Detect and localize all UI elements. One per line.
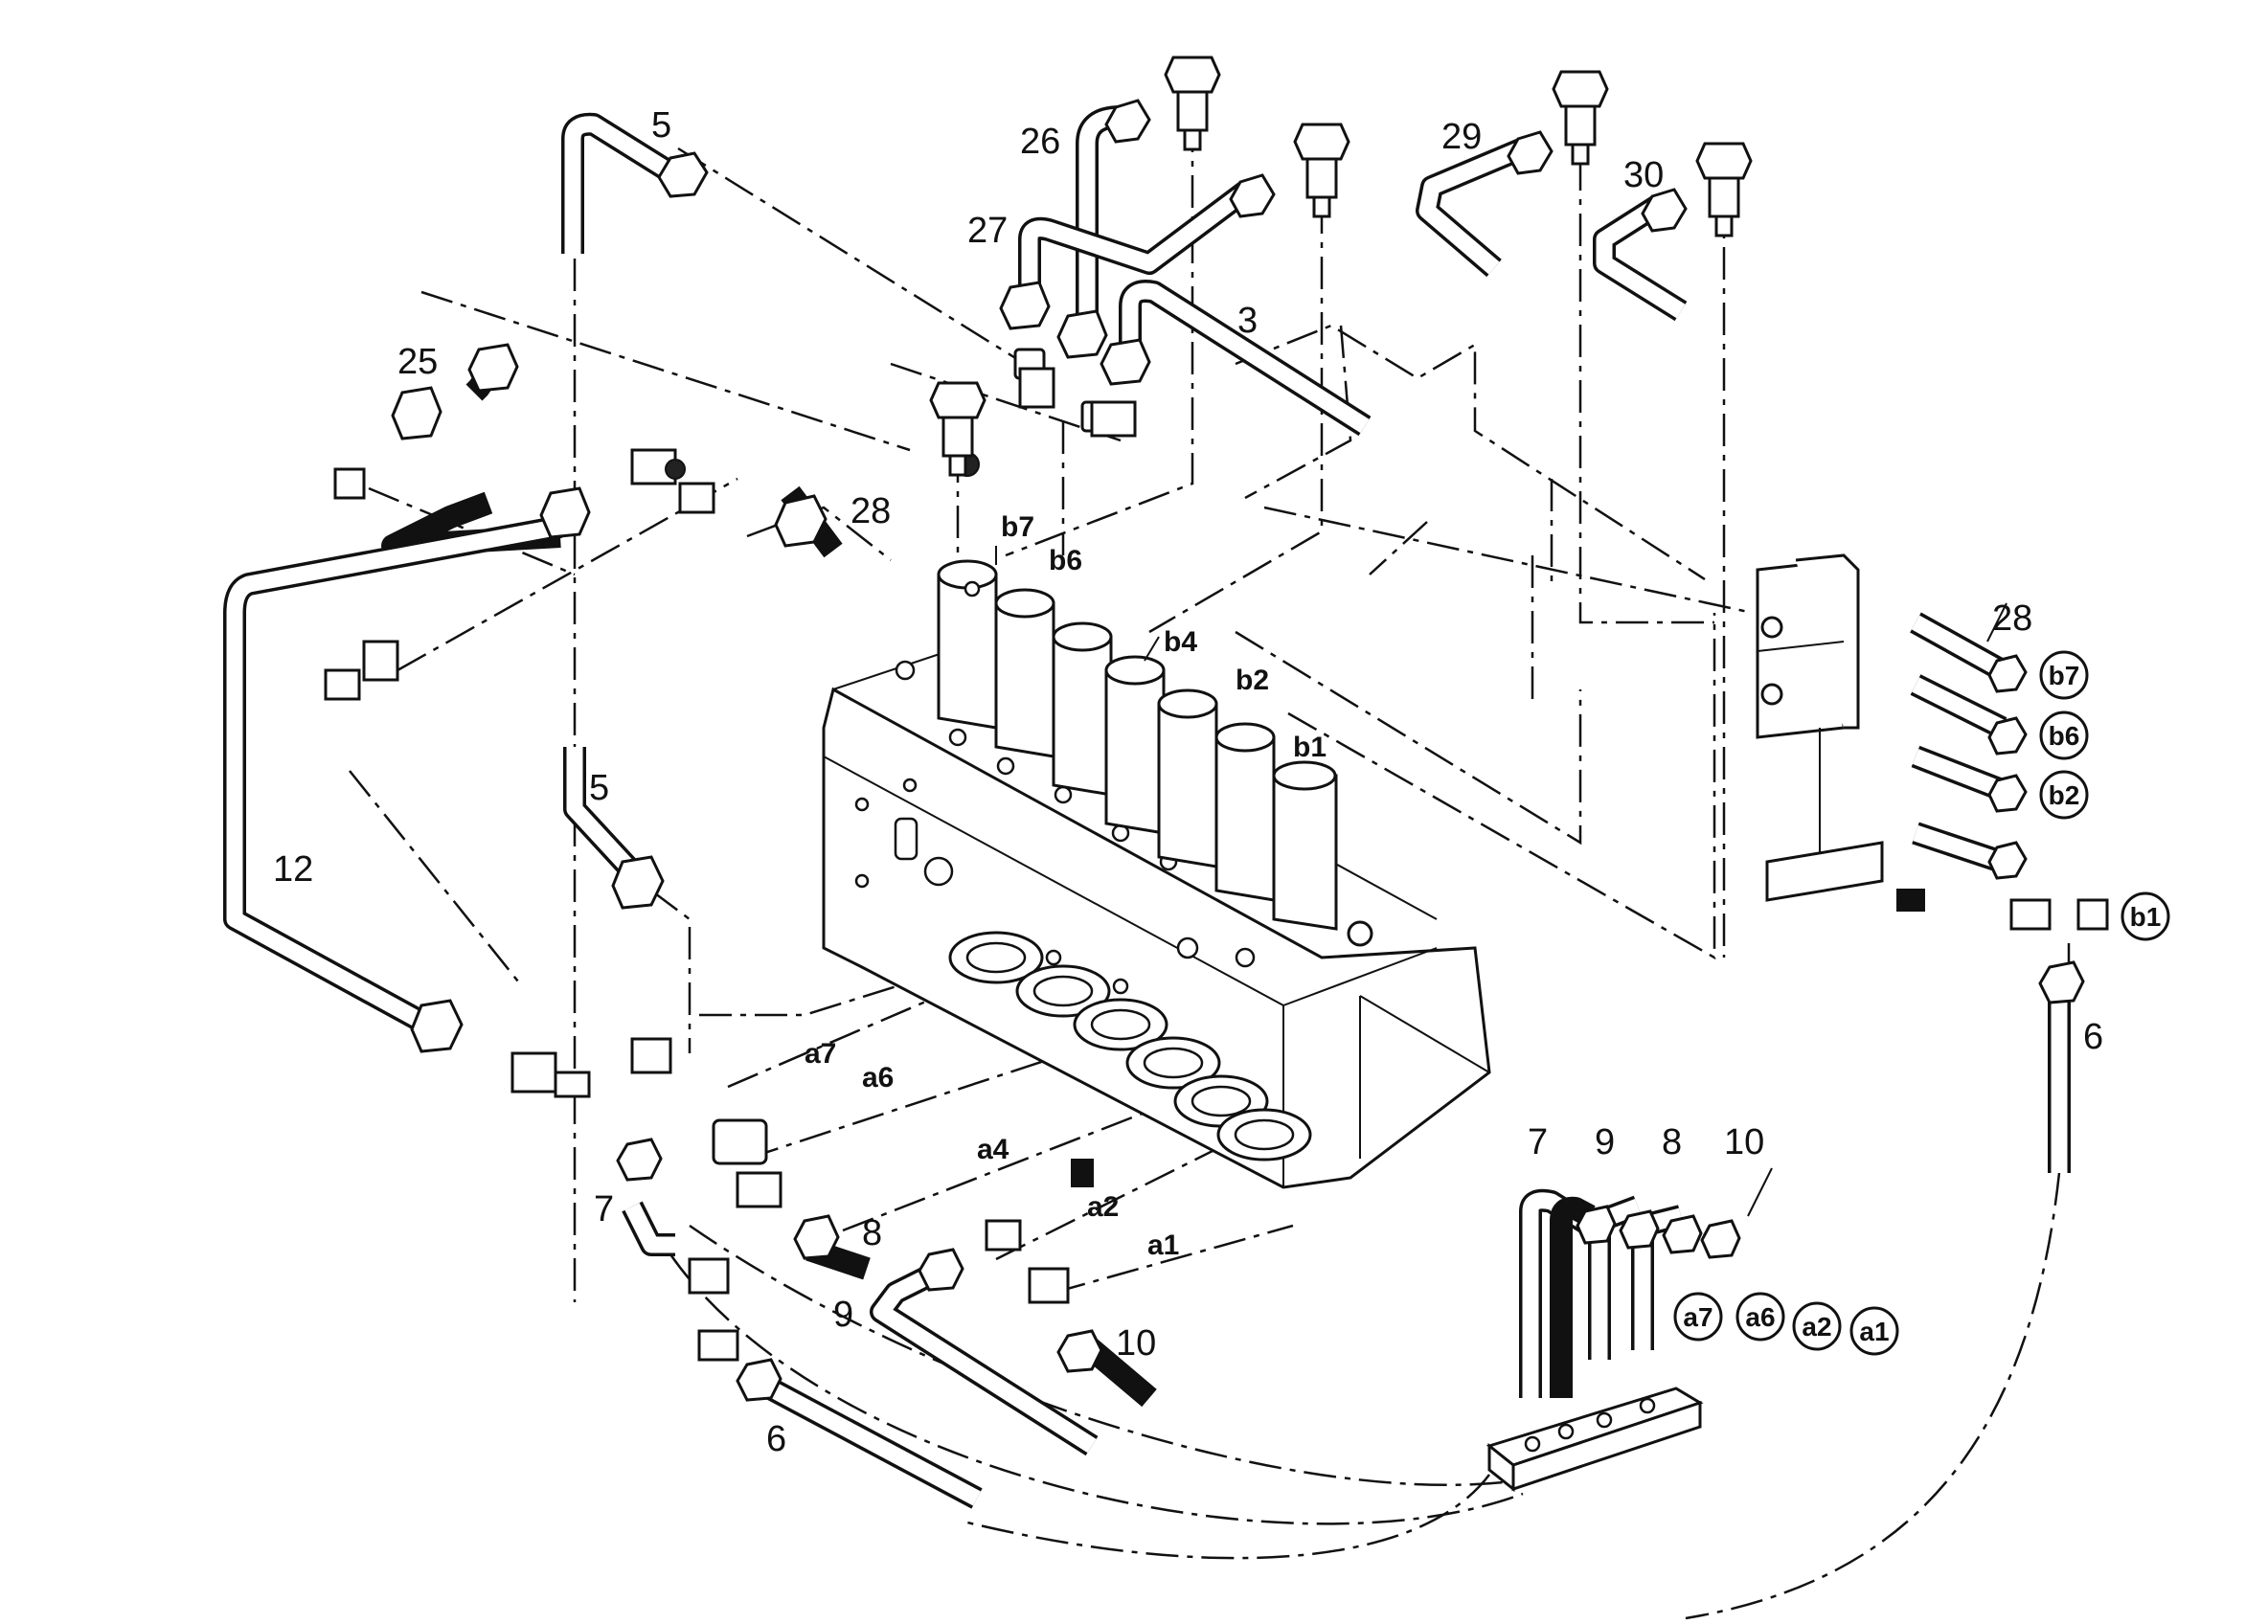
part-label: 9 bbox=[833, 1295, 853, 1335]
svg-text:a1: a1 bbox=[1859, 1317, 1889, 1346]
port-label: a4 bbox=[977, 1134, 1009, 1165]
port-label: a2 bbox=[1087, 1191, 1119, 1223]
svg-text:b7: b7 bbox=[2049, 661, 2080, 690]
port-label: a1 bbox=[1147, 1229, 1179, 1261]
port-label: b7 bbox=[1001, 511, 1034, 543]
part-label: 9 bbox=[1595, 1122, 1615, 1162]
part-label: 6 bbox=[2083, 1017, 2103, 1057]
part-label: 29 bbox=[1441, 117, 1482, 157]
part-label: 10 bbox=[1116, 1323, 1156, 1364]
part-label: 6 bbox=[766, 1419, 786, 1459]
fittings bbox=[324, 99, 2109, 1402]
port-label: a7 bbox=[805, 1038, 836, 1070]
control-valve-block bbox=[822, 559, 1491, 1189]
flange-ports bbox=[948, 931, 1312, 1162]
part-label: 12 bbox=[273, 849, 313, 890]
part-label: 7 bbox=[594, 1189, 614, 1229]
part-label: 8 bbox=[1662, 1122, 1682, 1162]
part-label: 8 bbox=[862, 1213, 882, 1253]
valve-caps bbox=[937, 559, 1338, 931]
part-label: 10 bbox=[1724, 1122, 1764, 1162]
manifold-blocks bbox=[1486, 553, 1884, 1493]
port-label: a6 bbox=[862, 1062, 894, 1094]
part-label: 5 bbox=[589, 768, 609, 808]
port-labels: b7 b6 b4 b2 b1 a7 a6 a4 a2 a1 bbox=[805, 511, 1327, 1261]
circled-label: b6 bbox=[2039, 710, 2089, 760]
circled-label: b1 bbox=[2121, 891, 2170, 941]
port-label: b6 bbox=[1049, 545, 1082, 576]
part-labels: 5 26 29 30 27 3 25 28 12 5 7 8 9 10 6 7 … bbox=[273, 105, 2103, 1459]
svg-text:b1: b1 bbox=[2130, 902, 2162, 932]
circled-label: a7 bbox=[1673, 1292, 1723, 1342]
circled-label: b2 bbox=[2039, 770, 2089, 820]
circled-label: a6 bbox=[1735, 1292, 1785, 1342]
part-label: 28 bbox=[850, 491, 891, 531]
part-label: 30 bbox=[1623, 155, 1664, 195]
port-label: b1 bbox=[1293, 732, 1327, 763]
part-label: 27 bbox=[967, 211, 1008, 251]
part-label: 25 bbox=[397, 342, 438, 382]
center-lines bbox=[349, 120, 2071, 1620]
circled-label: a1 bbox=[1849, 1306, 1899, 1356]
svg-text:b6: b6 bbox=[2049, 721, 2080, 751]
svg-text:b2: b2 bbox=[2049, 780, 2080, 810]
part-label: 3 bbox=[1237, 301, 1258, 341]
leader-lines bbox=[995, 546, 2007, 1217]
circled-label: b7 bbox=[2039, 650, 2089, 700]
part-label: 26 bbox=[1020, 122, 1060, 162]
circled-label: a2 bbox=[1792, 1301, 1842, 1351]
svg-text:a6: a6 bbox=[1745, 1302, 1775, 1332]
svg-text:a7: a7 bbox=[1683, 1302, 1712, 1332]
part-label: 7 bbox=[1528, 1122, 1548, 1162]
bleed-valves bbox=[929, 56, 1753, 477]
circled-labels: b7 b6 b2 b1 a7 a6 a2 a1 bbox=[1673, 650, 2170, 1356]
port-label: b2 bbox=[1236, 665, 1269, 696]
port-label: b4 bbox=[1164, 626, 1197, 658]
part-label: 5 bbox=[651, 105, 671, 146]
svg-text:a2: a2 bbox=[1802, 1312, 1831, 1342]
